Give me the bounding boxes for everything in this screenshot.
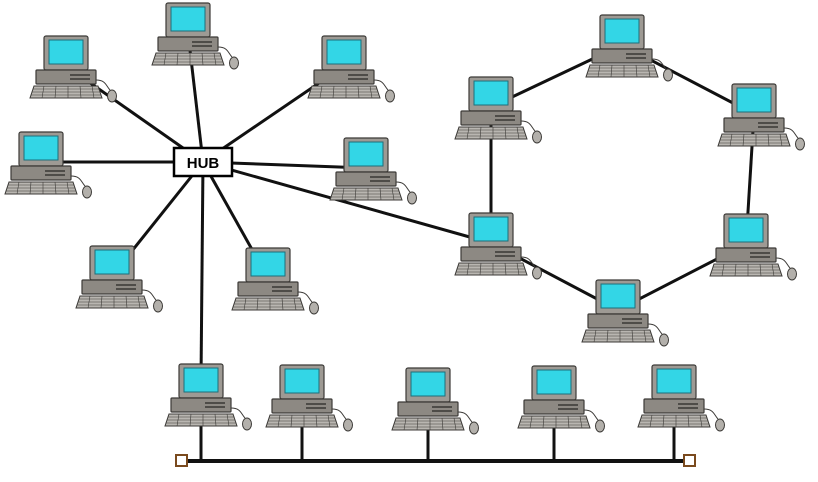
hub-label: HUB (187, 155, 220, 172)
ring-computer-icon (454, 212, 543, 280)
bus-computer-icon (164, 363, 253, 431)
star-link (186, 32, 205, 163)
ring-computer-icon (585, 14, 674, 82)
star-computer-icon (231, 247, 320, 315)
hub-box (172, 146, 234, 178)
star-computer-icon (151, 2, 240, 70)
star-computer-icon (75, 245, 164, 313)
bus-computer-icon (391, 367, 480, 435)
star-link (202, 160, 492, 245)
bus-backbone (175, 454, 696, 467)
ring-computer-icon (454, 76, 543, 144)
bus-computer-icon (637, 364, 726, 432)
star-computer-icon (307, 35, 396, 103)
ring-computer-icon (709, 213, 798, 281)
star-computer-icon (4, 131, 93, 199)
star-link (199, 161, 205, 381)
bus-computer-icon (265, 364, 354, 432)
bus-terminator-left (175, 454, 188, 467)
bus-computer-icon (517, 365, 606, 433)
bus-terminator-right (683, 454, 696, 467)
network-links (41, 32, 756, 461)
hub: HUB (172, 146, 234, 178)
ring-computer-icon (717, 83, 806, 151)
star-computer-icon (329, 137, 418, 205)
